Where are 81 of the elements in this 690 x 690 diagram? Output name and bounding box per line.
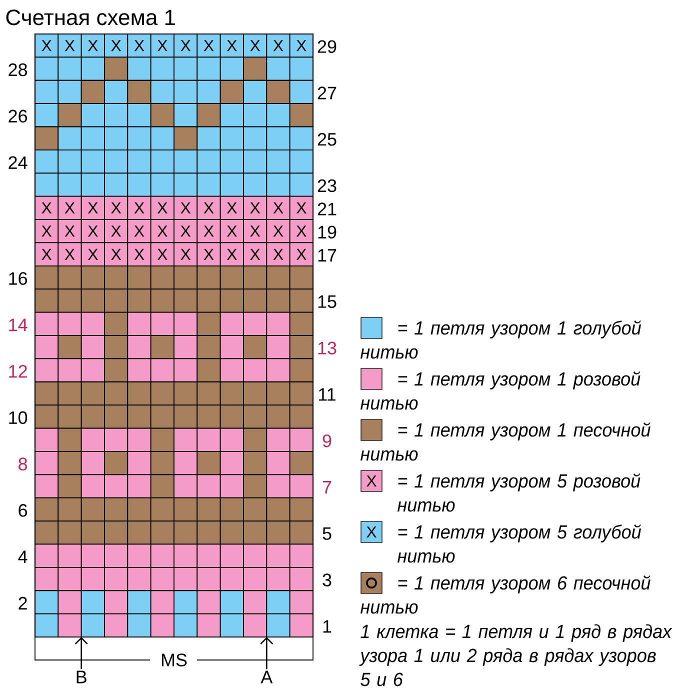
row-number: 4 [18,550,28,564]
chart-cell: X [174,242,198,266]
row-number: 8 [18,458,28,470]
chart-cell: X [243,34,268,58]
legend-text: = 1 петля узором 1 песочной нитью [360,422,650,461]
row-number: 12 [9,365,27,378]
row-number: 13 [318,342,336,354]
chart-cell: X [34,242,59,266]
legend-text: = 1 петля узором 5 голубой нитью [398,524,641,563]
chart-cell: X [104,242,128,266]
chart-cell: X [266,196,290,220]
row-number: 25 [318,132,336,146]
row-number: 1 [323,620,332,633]
arrow [74,637,88,670]
chart-cell: X [289,219,314,244]
row-number: 19 [318,226,336,238]
row-number: 3 [322,574,332,586]
marker-letter: B [76,670,86,684]
row-number: 24 [8,156,28,169]
row-number: 21 [318,202,336,216]
chart-cell: X [196,219,221,244]
chart-cell: X [196,34,221,58]
note-text: 1 клетка = 1 петля и 1 ряд в рядах узора 1 или 2 ряда в рядах узоров 5 и 6 [359,624,672,686]
chart-cell: X [289,242,314,266]
chart-cell: X [104,219,128,244]
chart-cell: X [174,219,198,244]
chart-cell: X [127,34,152,58]
row-number: 6 [18,504,27,517]
row-number: 29 [318,40,336,53]
row-number: 2 [18,596,27,610]
chart-cell: X [150,219,174,244]
chart-cell: X [220,196,244,220]
chart-cell: X [80,196,105,220]
arrow [260,637,274,670]
row-number: 5 [322,527,332,540]
legend-text: = 1 петля узором 5 розовой нитью [398,473,640,512]
chart-cell: X [243,242,268,266]
chart-cell: X [34,219,59,244]
chart-cell: X [196,196,221,220]
chart-cell: X [58,34,82,58]
chart-cell: X [127,196,152,220]
legend-text: = 1 петля узором 1 розовой нитью [360,371,640,410]
chart-cell: X [127,219,152,244]
chart-cell: X [266,219,290,244]
chart-title: Счетная схема 1 [6,10,175,26]
chart-cell: X [266,34,290,58]
chart-cell: X [80,219,105,244]
row-number: 17 [318,249,336,262]
row-number: 16 [9,272,27,285]
chart-cell: X [150,196,174,220]
chart-cell: X [58,242,82,266]
knitting-chart [34,33,314,638]
row-number: 15 [318,295,336,308]
row-number: 11 [319,388,336,401]
row-number: 10 [9,411,28,424]
row-number: 9 [322,434,332,448]
chart-cell: X [220,242,244,266]
chart-cell: X [80,242,105,266]
row-number: 7 [322,481,332,494]
marker-letter: A [260,670,273,684]
chart-cell: X [174,196,198,220]
chart-cell: X [243,219,268,244]
chart-cell: X [243,196,268,220]
row-number: 26 [8,110,27,123]
chart-cell: X [289,196,314,220]
chart-cell: X [127,242,152,266]
legend-text: = 1 петля узором 1 голубой нитью [360,320,641,359]
chart-cell: X [196,242,221,266]
row-number: 14 [9,318,28,332]
chart-cell: X [104,196,128,220]
chart-cell: X [58,196,82,220]
chart-cell: X [266,242,290,266]
row-number: 23 [318,179,336,192]
row-number: 27 [318,86,336,100]
row-number: 28 [8,63,28,76]
chart-cell: X [174,34,198,58]
chart-cell: X [58,219,82,244]
chart-cell: X [150,242,174,266]
chart-cell: X [220,219,244,244]
bracket-label: MS [162,654,187,666]
legend-text: = 1 петля узором 6 песочной нитью [360,575,650,614]
